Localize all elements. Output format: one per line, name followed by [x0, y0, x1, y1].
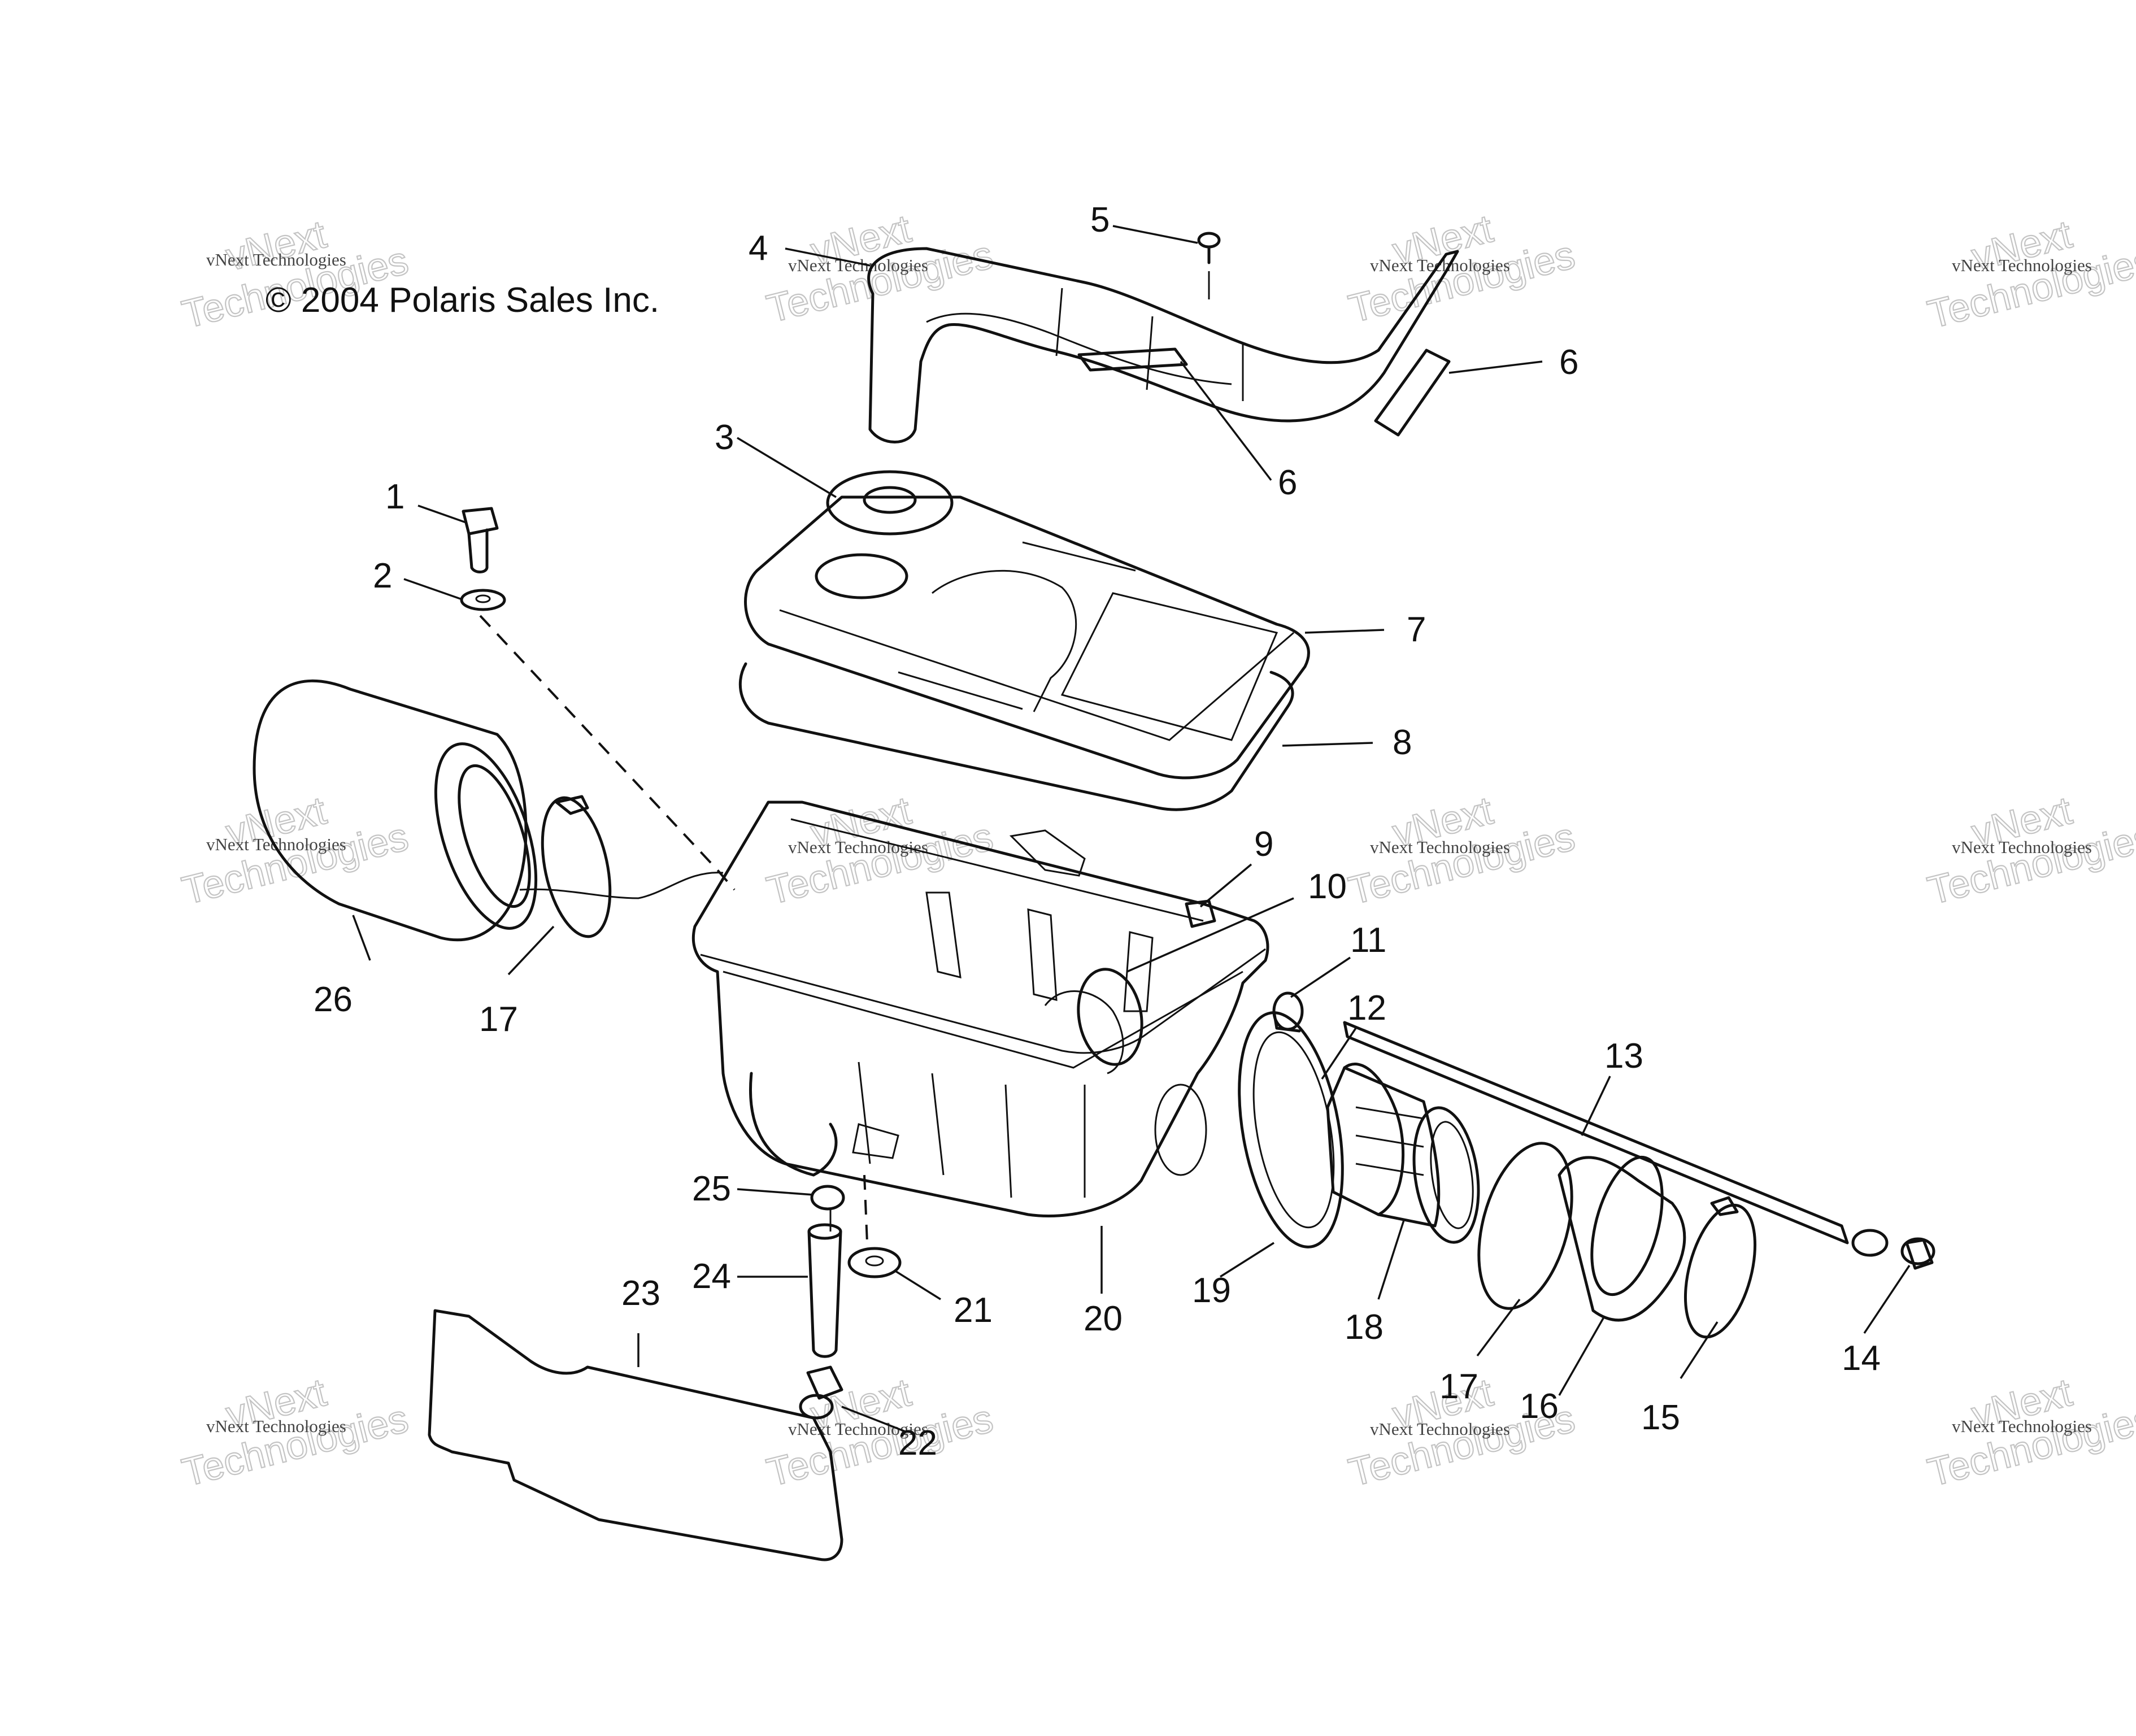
callout-18: 18	[1345, 1308, 1384, 1347]
snorkel-tube	[867, 247, 1459, 443]
callout-14: 14	[1842, 1339, 1881, 1378]
airbox-lid	[744, 495, 1310, 780]
hose-clamp-right	[1477, 1142, 1573, 1310]
callout-12: 12	[1347, 989, 1386, 1028]
callouts: 1 2 3 4 5 6 6 7 8 9 10 11 12 13 14 15 16…	[314, 201, 1881, 1463]
watermark-text: vNext Technologies	[1952, 255, 2092, 275]
watermark-text: vNext Technologies	[1370, 837, 1510, 857]
airbox-housing	[691, 800, 1269, 1217]
air-filter	[253, 679, 724, 942]
callout-10: 10	[1308, 867, 1347, 906]
alignment-line	[479, 615, 736, 891]
callout-17-left: 17	[479, 1000, 518, 1039]
callout-21: 21	[954, 1291, 993, 1330]
leader-lines	[352, 225, 1911, 1433]
callout-17-right: 17	[1439, 1367, 1478, 1406]
parts	[253, 232, 1935, 1561]
foam-strip-upper	[1374, 349, 1451, 437]
callout-23: 23	[621, 1274, 660, 1313]
callout-6-lower: 6	[1278, 463, 1297, 502]
coupler-boot	[1558, 1155, 1686, 1322]
callout-20: 20	[1084, 1299, 1123, 1338]
callout-6-upper: 6	[1559, 343, 1578, 382]
callout-22: 22	[898, 1424, 937, 1463]
callout-25: 25	[692, 1169, 731, 1208]
watermark-text: vNext Technologies	[206, 834, 346, 854]
callout-13: 13	[1604, 1037, 1643, 1076]
callout-8: 8	[1393, 723, 1412, 762]
heat-shield	[428, 1309, 843, 1561]
copyright-notice: © 2004 Polaris Sales Inc.	[266, 281, 659, 320]
rubber-spacer	[847, 1174, 902, 1278]
grommet	[826, 470, 954, 536]
callout-16: 16	[1520, 1387, 1559, 1426]
callout-11: 11	[1350, 921, 1386, 960]
callout-5: 5	[1090, 201, 1110, 240]
outlet-seal	[1077, 968, 1143, 1066]
drain-clamp	[810, 1185, 845, 1232]
callout-1: 1	[385, 477, 404, 516]
lid-gasket	[738, 662, 1294, 811]
watermark-text: vNext Technologies	[788, 255, 928, 275]
screw	[1197, 232, 1221, 299]
callout-9: 9	[1254, 825, 1273, 864]
hose-clamp-left	[541, 795, 612, 938]
drain-rod	[1343, 1021, 1889, 1257]
flange-gasket	[1238, 1011, 1344, 1248]
drain-tube	[807, 1223, 842, 1358]
bolt	[462, 507, 499, 573]
callout-2: 2	[373, 556, 392, 595]
watermark-text: vNext Technologies	[1370, 1419, 1510, 1439]
hose-clamp-small	[1683, 1196, 1757, 1339]
callout-3: 3	[715, 418, 734, 457]
callout-26: 26	[314, 980, 353, 1019]
watermark-text: vNext Technologies	[206, 1416, 346, 1436]
callout-7: 7	[1407, 610, 1426, 649]
callout-24: 24	[692, 1257, 731, 1296]
lid-tab	[1185, 899, 1216, 928]
outlet-duct	[1326, 1063, 1480, 1244]
watermark-text: vNext Technologies	[788, 1419, 928, 1439]
callout-19: 19	[1192, 1271, 1231, 1310]
foam-strip-lower	[1077, 347, 1188, 372]
watermark-text: vNext Technologies	[1952, 1416, 2092, 1436]
drain-valve	[799, 1365, 843, 1420]
callout-4: 4	[749, 229, 768, 268]
watermark-text: vNext Technologies	[1952, 837, 2092, 857]
watermark-text: vNext Technologies	[206, 250, 346, 269]
rod-cap	[1900, 1237, 1935, 1270]
callout-15: 15	[1641, 1398, 1680, 1437]
washer	[460, 589, 506, 611]
spacer	[1272, 991, 1304, 1033]
